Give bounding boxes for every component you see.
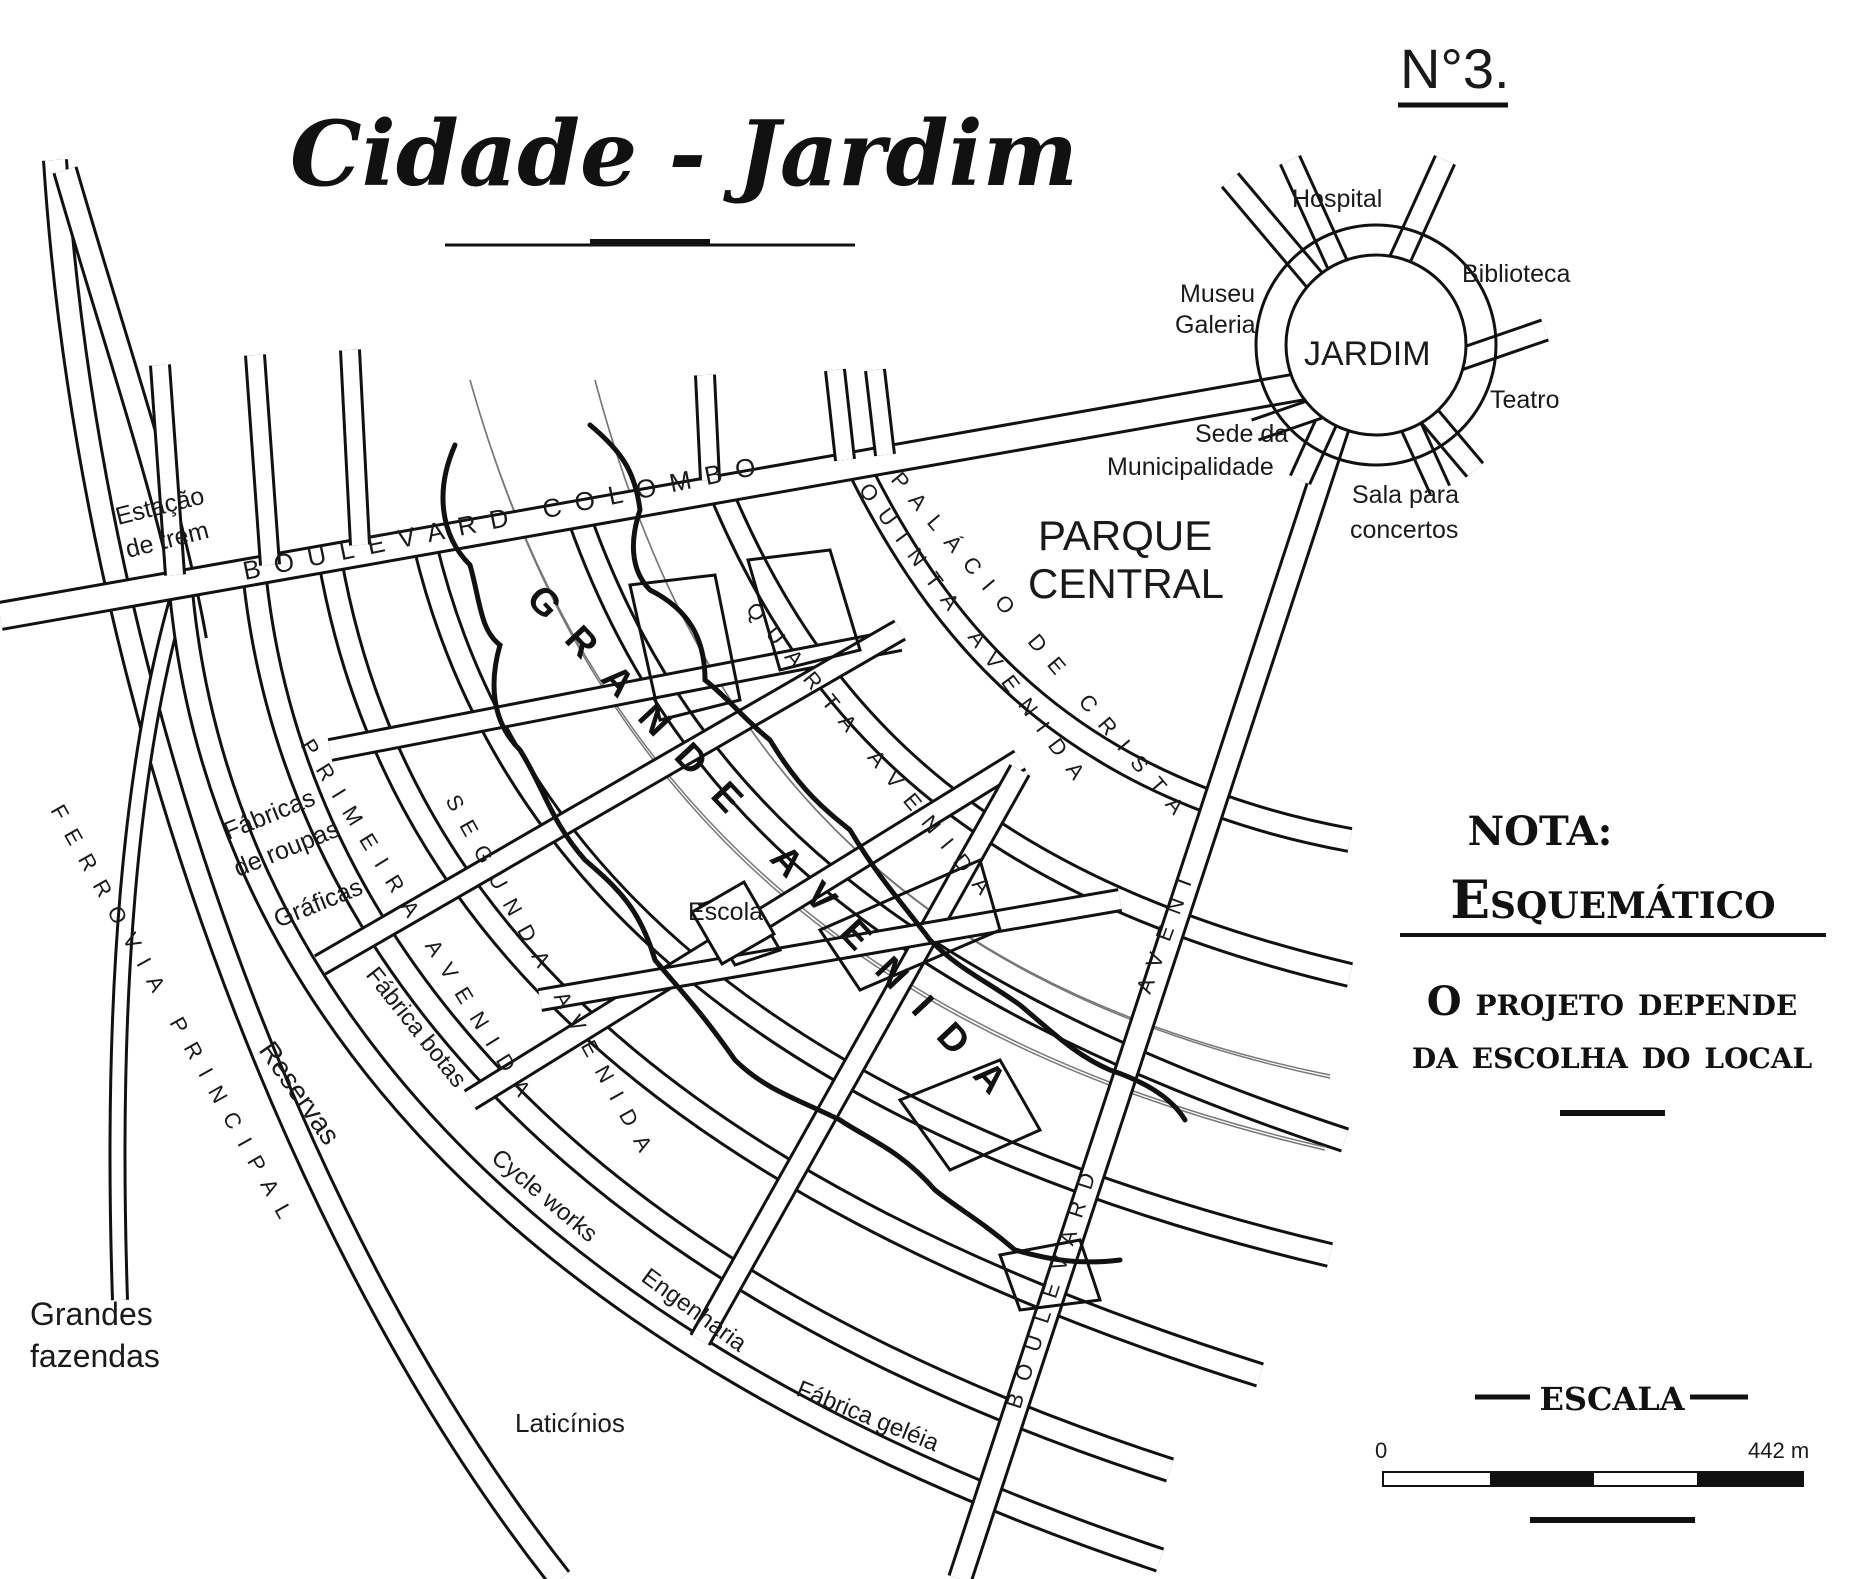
label-grandes-1: Grandes [30, 1296, 153, 1332]
city-blocks [628, 548, 1103, 1312]
label-escola: Escola [688, 898, 763, 926]
map-title: Cidade - Jardim [290, 101, 1078, 207]
scale-start: 0 [1375, 1438, 1387, 1463]
label-jardim: JARDIM [1304, 335, 1431, 373]
radial-avenues [0, 349, 1353, 1579]
label-teatro: Teatro [1490, 386, 1559, 414]
label-laticinios: Laticínios [515, 1408, 625, 1438]
title-underline [445, 239, 855, 247]
label-parque-2: CENTRAL [1028, 560, 1224, 607]
plate-number: N°3. [1400, 37, 1510, 100]
label-sede-1: Sede da [1195, 420, 1288, 448]
school-building [689, 879, 777, 967]
label-sede-2: Municipalidade [1107, 453, 1274, 481]
label-hospital: Hospital [1292, 185, 1382, 213]
scale-end: 442 m [1748, 1438, 1809, 1463]
label-sala-2: concertos [1350, 516, 1458, 544]
note-heading: NOTA: [1468, 808, 1613, 855]
label-galeria: Galeria [1175, 311, 1256, 339]
label-grandes-2: fazendas [30, 1338, 160, 1374]
grand-avenue-hedges [440, 422, 1188, 1265]
railway-lines [42, 159, 571, 1579]
label-boulevard-colombo: BOULEVARD COLOMBO [240, 448, 772, 585]
scale-bar [1382, 1394, 1804, 1523]
garden-circle [1220, 155, 1549, 495]
label-sala-1: Sala para [1352, 481, 1459, 509]
note-line-2: da escolha do local [1412, 1031, 1813, 1078]
scale-label: ESCALA [1539, 1380, 1685, 1418]
note-line-1: O projeto depende [1427, 978, 1797, 1025]
label-museu: Museu [1180, 280, 1255, 308]
label-biblioteca: Biblioteca [1462, 260, 1570, 288]
note-subheading: Esquemático [1450, 870, 1775, 931]
label-parque-1: PARQUE [1038, 512, 1212, 559]
label-graficas: Gráficas [270, 873, 367, 934]
